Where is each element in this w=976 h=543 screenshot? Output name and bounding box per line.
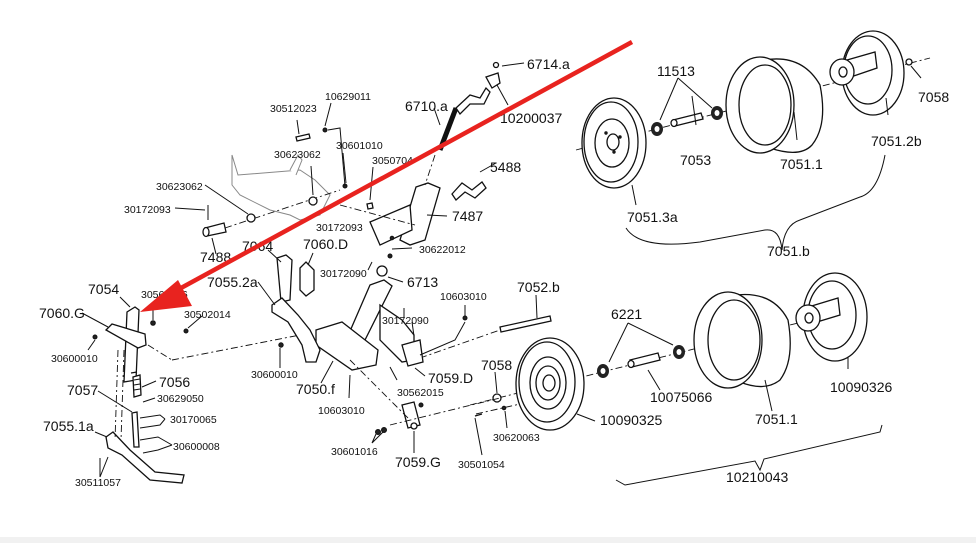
label-6221: 6221 [611,306,642,322]
label-7051-1-lower: 7051.1 [755,411,798,427]
label-30600008: 30600008 [173,441,220,453]
frame-7050-f [315,279,424,371]
label-7051-2b: 7051.2b [871,133,922,149]
bracket-7059-G [401,401,421,430]
wheel-hub-10090326 [795,272,868,362]
label-10075066: 10075066 [650,389,713,405]
label-7051-3a: 7051.3a [627,209,678,225]
label-7487: 7487 [452,208,483,224]
label-30629050: 30629050 [157,393,204,405]
bearing-6221 [597,345,685,378]
tire-7051-1-upper [725,56,824,154]
axle-10075066 [627,352,661,369]
label-30620063: 30620063 [493,432,540,444]
clip-5488 [451,181,487,201]
leader-lines [81,62,922,478]
bracket-7060-D [299,261,315,297]
label-7060-D: 7060.D [303,236,348,252]
label-7052-b: 7052.b [517,279,560,295]
label-30172093-left: 30172093 [124,204,171,216]
label-7057: 7057 [67,382,98,398]
label-30623062-left: 30623062 [156,181,203,193]
bottom-edge [0,537,976,543]
stake-7064 [276,254,293,303]
label-7059-D: 7059.D [428,370,473,386]
depth-stake-assembly [92,254,321,484]
label-7488: 7488 [200,249,231,265]
label-7051-1-upper: 7051.1 [780,156,823,172]
label-30600010-left: 30600010 [51,353,98,365]
label-7060-G: 7060.G [39,305,85,321]
label-30172093-center: 30172093 [316,222,363,234]
rod-7057 [131,411,140,448]
label-30622012: 30622012 [419,244,466,256]
brace-10210043 [615,424,883,486]
label-30601010: 30601010 [336,140,383,152]
label-6710-a: 6710.a [405,98,448,114]
label-10603010-top: 10603010 [440,291,487,303]
label-7056: 7056 [159,374,190,390]
label-30512023: 30512023 [270,103,317,115]
label-3050704: 3050704 [372,155,413,167]
label-30623062-top: 30623062 [274,149,321,161]
arrowhead-icon [140,280,192,312]
label-10090325: 10090325 [600,412,663,428]
label-7050-f: 7050.f [296,381,335,397]
label-7059-G: 7059.G [395,454,441,470]
stake-7055-2a [271,297,321,363]
label-30562015: 30562015 [397,387,444,399]
frame-assembly [202,61,501,435]
cap-6713 [376,265,388,277]
label-30511057: 30511057 [75,477,121,489]
handle-7487 [369,182,441,246]
label-30600010-center: 30600010 [251,369,298,381]
label-7055-2a: 7055.2a [207,274,258,290]
label-10090326: 10090326 [830,379,893,395]
wheel-assembly-upper [575,30,931,189]
bearing-11513 [651,106,723,136]
label-30172090-top: 30172090 [320,268,367,280]
nut-7058-lower [492,393,502,403]
label-30601016: 30601016 [331,446,378,458]
bracket-7060-G [104,323,147,349]
label-7058-upper: 7058 [918,89,949,105]
part-labels: 6714.a 10200037 6710.a 10629011 30512023… [39,56,949,489]
axle-7052-b [419,315,552,359]
highlight-arrow [140,40,634,312]
label-30170065: 30170065 [170,414,217,426]
label-7055-1a: 7055.1a [43,418,94,434]
wheel-disc-10090325 [515,337,585,431]
label-10629011: 10629011 [325,91,371,103]
label-5488: 5488 [490,159,521,175]
label-6713: 6713 [407,274,438,290]
label-30502014: 30502014 [184,309,231,321]
label-7054: 7054 [88,281,119,297]
nut-7058-upper [905,58,913,66]
label-10210043: 10210043 [726,469,789,485]
label-7053: 7053 [680,152,711,168]
label-7051-b: 7051.b [767,243,810,259]
spring-7056 [132,374,142,398]
wheel-disc-7051-3a [581,97,647,189]
label-10200037: 10200037 [500,110,563,126]
tire-7051-1-lower [693,291,791,389]
wheel-hub-7051-2b [829,30,905,116]
label-30501054: 30501054 [458,459,505,471]
label-10603010-bottom: 10603010 [318,405,365,417]
rod-6710-a [437,61,501,151]
axle-7053 [670,112,704,128]
wheel-assembly-lower [419,272,868,431]
label-7058-lower: 7058 [481,357,512,373]
label-6714-a: 6714.a [527,56,570,72]
label-11513: 11513 [657,63,695,79]
brace-7051-b [625,154,886,251]
stake-7055-1a [105,431,185,484]
label-30172090-center: 30172090 [382,315,429,327]
